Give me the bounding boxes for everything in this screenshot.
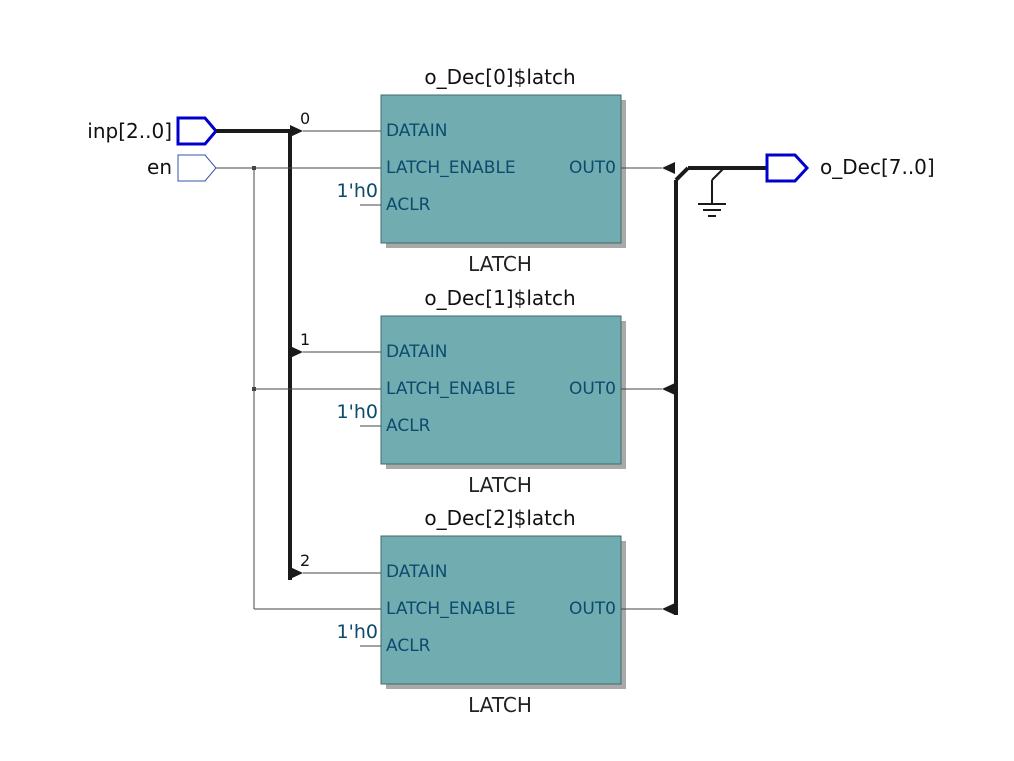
port-aclr: ACLR bbox=[386, 416, 431, 436]
latch-block-0[interactable]: o_Dec[0]$latch DATAIN LATCH_ENABLE ACLR … bbox=[337, 65, 626, 276]
port-out: OUT0 bbox=[569, 158, 616, 178]
latch-title: o_Dec[2]$latch bbox=[424, 506, 575, 530]
input-label-inp: inp[2..0] bbox=[87, 119, 172, 143]
latch-type-label: LATCH bbox=[468, 252, 532, 276]
output-port-o-dec[interactable]: o_Dec[7..0] bbox=[765, 153, 935, 183]
aclr-constant: 1'h0 bbox=[337, 621, 378, 643]
bus-output-pin-icon bbox=[765, 153, 810, 183]
latch-body bbox=[380, 94, 622, 244]
output-label: o_Dec[7..0] bbox=[820, 155, 935, 179]
input-port-inp[interactable]: inp[2..0] bbox=[87, 116, 218, 146]
bus-tap-arrow-icon bbox=[290, 567, 303, 579]
latch-block-2[interactable]: o_Dec[2]$latch DATAIN LATCH_ENABLE ACLR … bbox=[337, 506, 626, 717]
latch-title: o_Dec[0]$latch bbox=[424, 65, 575, 89]
latch-body bbox=[380, 315, 622, 465]
bus-index-1: 1 bbox=[300, 330, 310, 349]
latch-title: o_Dec[1]$latch bbox=[424, 286, 575, 310]
port-latch-enable: LATCH_ENABLE bbox=[386, 379, 516, 399]
port-aclr: ACLR bbox=[386, 195, 431, 215]
port-datain: DATAIN bbox=[386, 121, 448, 141]
bus-index-0: 0 bbox=[300, 109, 310, 128]
port-latch-enable: LATCH_ENABLE bbox=[386, 158, 516, 178]
ground-icon bbox=[698, 203, 726, 217]
input-port-en[interactable]: en bbox=[147, 154, 217, 182]
aclr-constant: 1'h0 bbox=[337, 180, 378, 202]
bus-input-pin-icon bbox=[176, 116, 218, 146]
enable-wiring bbox=[216, 166, 381, 610]
port-aclr: ACLR bbox=[386, 636, 431, 656]
bus-tap-arrow-icon bbox=[290, 125, 303, 137]
input-label-en: en bbox=[147, 155, 172, 179]
bus-merge-arrow-icon bbox=[662, 162, 675, 174]
junction-dot bbox=[252, 166, 256, 170]
latch-body bbox=[380, 535, 622, 685]
bus-merge-arrow-icon bbox=[662, 383, 675, 395]
latch-block-1[interactable]: o_Dec[1]$latch DATAIN LATCH_ENABLE ACLR … bbox=[337, 286, 626, 497]
port-datain: DATAIN bbox=[386, 562, 448, 582]
port-datain: DATAIN bbox=[386, 342, 448, 362]
bus-tap-arrow-icon bbox=[290, 346, 303, 358]
port-out: OUT0 bbox=[569, 379, 616, 399]
latch-type-label: LATCH bbox=[468, 693, 532, 717]
input-bus-wiring bbox=[216, 125, 381, 580]
latch-type-label: LATCH bbox=[468, 473, 532, 497]
input-pin-icon bbox=[177, 154, 217, 182]
port-out: OUT0 bbox=[569, 599, 616, 619]
junction-dot bbox=[252, 387, 256, 391]
output-bus-wiring bbox=[621, 162, 766, 615]
bus-merge-arrow-icon bbox=[662, 603, 675, 615]
port-latch-enable: LATCH_ENABLE bbox=[386, 599, 516, 619]
aclr-constant: 1'h0 bbox=[337, 401, 378, 423]
bus-index-2: 2 bbox=[300, 551, 310, 570]
